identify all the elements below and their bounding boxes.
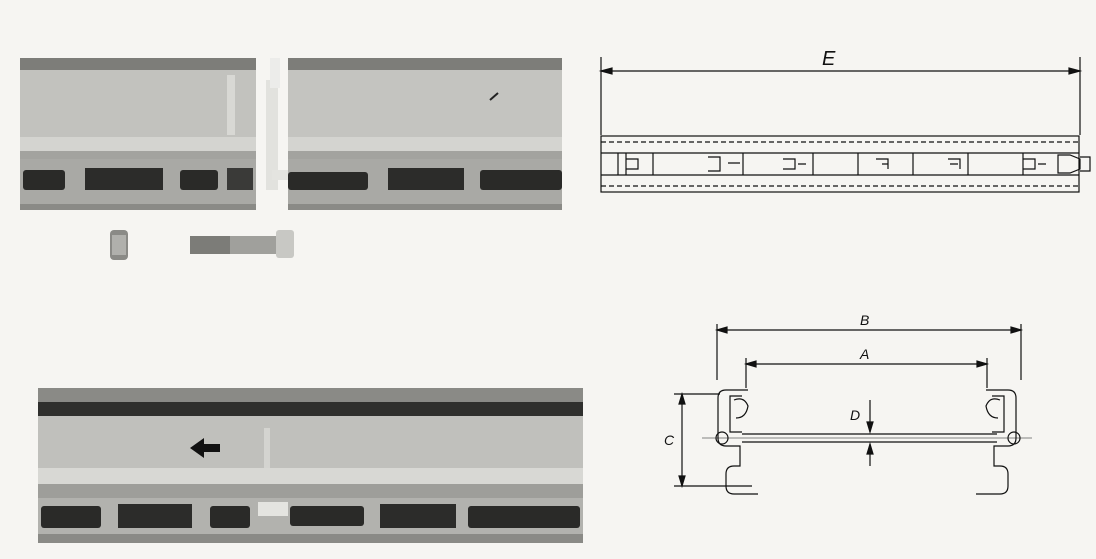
- rail-top-view-drawing: E: [598, 48, 1091, 193]
- direction-arrow: [190, 438, 220, 458]
- assembled-rail-photo: [38, 388, 583, 543]
- left-rail-segment: [20, 58, 256, 210]
- dimension-label-c: C: [664, 432, 675, 448]
- connector-plate: [266, 58, 292, 190]
- dimension-label-b: B: [860, 312, 869, 328]
- rail-cross-section-drawing: B A C D: [664, 312, 1032, 495]
- nut: [110, 230, 128, 260]
- dimension-label-d: D: [850, 407, 860, 423]
- dimension-label-e: E: [822, 48, 836, 70]
- drawing-cross-section: B A C D: [662, 310, 1042, 500]
- rail-segments-photo: [20, 58, 562, 260]
- right-rail-segment: [288, 58, 562, 210]
- photo-top-left: [20, 55, 565, 270]
- photo-bottom-left: [38, 388, 583, 543]
- bolt: [190, 230, 294, 258]
- drawing-top-view: E: [598, 45, 1096, 205]
- dimension-label-a: A: [859, 346, 869, 362]
